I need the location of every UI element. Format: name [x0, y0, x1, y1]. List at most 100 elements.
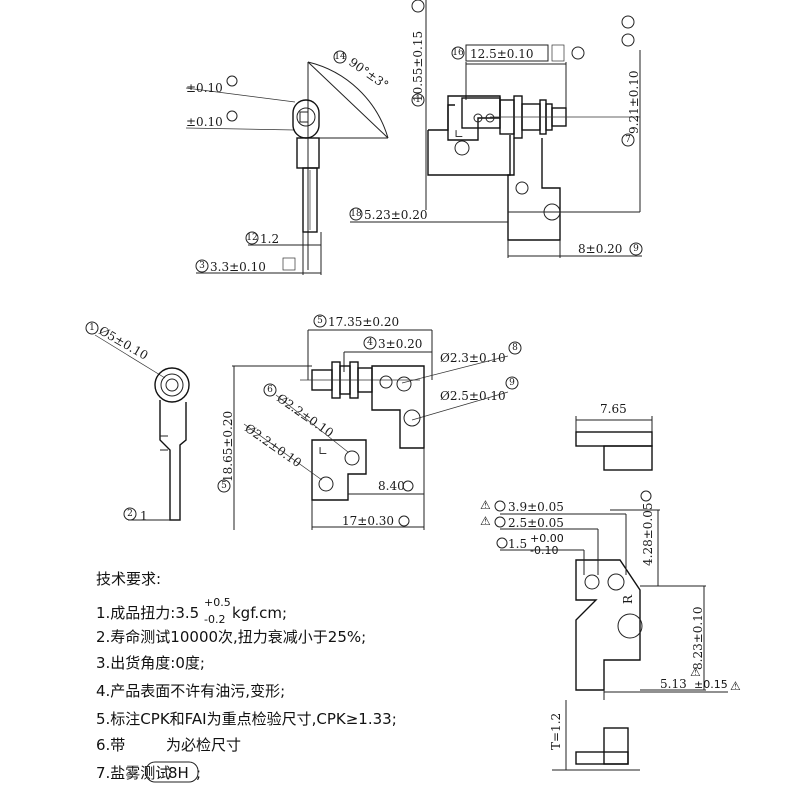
cpk-mark: ⚠ — [690, 665, 701, 679]
dimension-label: 7.65 — [600, 402, 627, 416]
tolerance-label: ±0.10 — [186, 115, 223, 129]
callout-circle — [411, 0, 425, 13]
hinge-tab — [461, 97, 501, 129]
shaft-inner — [160, 373, 184, 397]
leader-line — [275, 394, 349, 453]
hole — [344, 450, 360, 466]
dimension-label: 2.5±0.05 — [508, 516, 564, 530]
hinge-leaf — [507, 138, 561, 241]
plate-edge — [603, 727, 629, 765]
callout-circle — [640, 490, 652, 502]
hole — [584, 574, 600, 590]
callout-number: 8 — [512, 343, 518, 353]
callout-circle — [85, 321, 99, 335]
callout-circle — [505, 376, 519, 390]
dimension-label: Ø2.5±0.10 — [440, 389, 506, 403]
callout-number: 5 — [317, 316, 323, 326]
pin-circle — [296, 107, 316, 127]
dimension-label: 3±0.20 — [378, 337, 422, 351]
pin-slot — [299, 111, 309, 123]
callout-number: 1 — [415, 95, 421, 105]
hole — [396, 376, 412, 392]
dimension-label: 3.9±0.05 — [508, 500, 564, 514]
callout-circle — [451, 46, 465, 60]
callout-number: 1 — [89, 323, 95, 333]
callout-number: 14 — [334, 52, 346, 62]
callout-circle — [363, 336, 377, 350]
callout-circle — [629, 242, 643, 256]
dimension-label: Ø5±0.10 — [97, 323, 151, 362]
hinge-leaf — [159, 400, 187, 521]
leader-line — [411, 391, 509, 421]
dimension-label: 17±0.30 — [342, 514, 394, 528]
hole — [379, 375, 393, 389]
hole — [473, 113, 483, 123]
hinge-bracket — [371, 365, 425, 449]
inspection-oval — [145, 761, 199, 783]
dimension-label: 5.13 — [660, 677, 687, 691]
callout-circle — [402, 480, 414, 492]
dimension-label: 10.55±0.15 — [411, 31, 425, 102]
callout-circle — [621, 133, 635, 147]
leader-line — [401, 355, 509, 384]
callout-circle — [508, 341, 522, 355]
hole — [454, 140, 470, 156]
leader-line — [185, 127, 296, 131]
callout-circle — [571, 46, 585, 60]
dimension-label: Ø2.3±0.10 — [440, 351, 506, 365]
callout-circle — [263, 383, 277, 397]
requirement-6-prefix: 6.带 — [96, 736, 125, 754]
dimension-label: 17.35±0.20 — [328, 315, 399, 329]
requirement-2: 2.寿命测试10000次,扭力衰减小于25%; — [96, 628, 366, 646]
cpk-mark: ⚠ — [730, 679, 741, 693]
view-plate-detail: ⚠ 3.9±0.05 ⚠ 2.5±0.05 1.5 +0.00 -0.10 4.… — [480, 490, 741, 700]
requirement-1-suffix: kgf.cm; — [232, 604, 287, 622]
requirement-7-value: 8H — [168, 764, 189, 782]
plate-bottom — [575, 751, 629, 765]
angle-arc — [307, 61, 389, 139]
requirement-1-upper: +0.5 — [204, 596, 231, 609]
leader-line — [243, 423, 323, 481]
callout-circle — [349, 207, 363, 221]
callout-number: 2 — [127, 509, 133, 519]
hinge-bracket — [447, 95, 501, 141]
hole — [485, 113, 495, 123]
callout-number: 18 — [350, 209, 362, 219]
cpk-mark: ⚠ — [480, 514, 491, 528]
requirement-7-suffix: ; — [196, 764, 201, 782]
angle-leg — [307, 61, 389, 139]
requirement-4: 4.产品表面不许有油污,变形; — [96, 682, 285, 700]
callout-number: 5 — [221, 481, 227, 491]
dimension-label: Ø2.2±0.10 — [274, 391, 336, 440]
dimension-label: 8.40 — [378, 479, 405, 493]
callout-circle — [226, 110, 238, 122]
view-front-mid: 5 17.35±0.20 4 3±0.20 Ø2.3±0.10 8 Ø2.5±0… — [217, 314, 522, 530]
dimension-label: 1.2 — [260, 232, 279, 246]
callout-number: 7 — [625, 135, 631, 145]
direction-mark: R — [621, 594, 635, 604]
bracket-base — [427, 130, 511, 176]
dimension-label: 8±0.20 — [578, 242, 622, 256]
hole — [607, 573, 625, 591]
shaft-outline — [154, 367, 190, 403]
bracket-edge — [428, 104, 455, 131]
requirement-5: 5.标注CPK和FAI为重点检验尺寸,CPK≥1.33; — [96, 710, 397, 728]
callout-circle — [398, 515, 410, 527]
shaft-core — [165, 378, 179, 392]
callout-circle — [411, 93, 425, 107]
requirement-6-suffix: 为必检尺寸 — [166, 736, 241, 754]
leader-line — [185, 87, 296, 103]
view-side-top: ±0.10 ±0.10 14 90°±3° 12 1.2 3 3.3±0.10 — [185, 50, 391, 275]
view-side-mid: 1 Ø5±0.10 2 1 — [85, 321, 190, 523]
dimension-label: 12.5±0.10 — [470, 47, 534, 61]
callout-number: 4 — [367, 338, 373, 348]
dimension-label: 3.3±0.10 — [210, 260, 266, 274]
angle-mark: ∟ — [318, 444, 328, 458]
callout-number: 12 — [246, 233, 257, 243]
tolerance-label: ±0.15 — [694, 678, 728, 691]
dimension-label: 4.28±0.05 — [641, 503, 655, 567]
callout-circle — [494, 516, 506, 528]
cm-badge — [282, 257, 296, 271]
callout-circle — [226, 75, 238, 87]
